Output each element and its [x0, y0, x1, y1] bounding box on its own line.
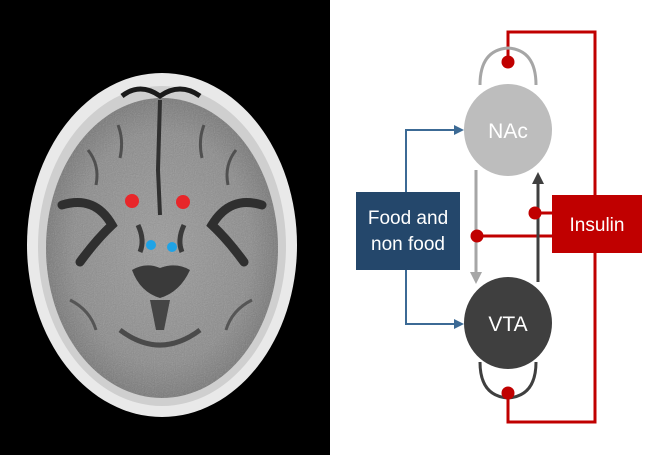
- ct-scan-panel: [0, 0, 330, 455]
- junction-dot-right: [528, 206, 542, 220]
- nac-node: [464, 84, 552, 176]
- food-input-box: [356, 192, 460, 270]
- junction-dot-bottom: [501, 386, 515, 400]
- circuit-diagram-svg: NAc VTA Food and non food Insulin: [356, 30, 642, 424]
- insulin-label: Insulin: [570, 215, 625, 236]
- ct-marker-blue-right: [167, 242, 177, 252]
- vta-label: VTA: [488, 313, 527, 336]
- food-to-nac-arrow: [405, 125, 464, 198]
- ct-scan-image: [27, 73, 297, 417]
- nac-label: NAc: [488, 120, 528, 143]
- ct-marker-blue-left: [146, 240, 156, 250]
- junction-dot-top: [501, 55, 515, 69]
- circuit-diagram: NAc VTA Food and non food Insulin: [330, 0, 670, 455]
- ct-marker-red-right: [176, 195, 190, 209]
- nac-self-loop: [478, 46, 538, 86]
- ct-marker-red-left: [125, 194, 139, 208]
- food-label-line2: non food: [371, 234, 445, 255]
- food-to-vta-arrow: [405, 268, 464, 329]
- food-label-line1: Food and: [368, 208, 448, 229]
- vta-node: [464, 277, 552, 369]
- junction-dot-left: [470, 229, 484, 243]
- insulin-input-box: [552, 195, 642, 253]
